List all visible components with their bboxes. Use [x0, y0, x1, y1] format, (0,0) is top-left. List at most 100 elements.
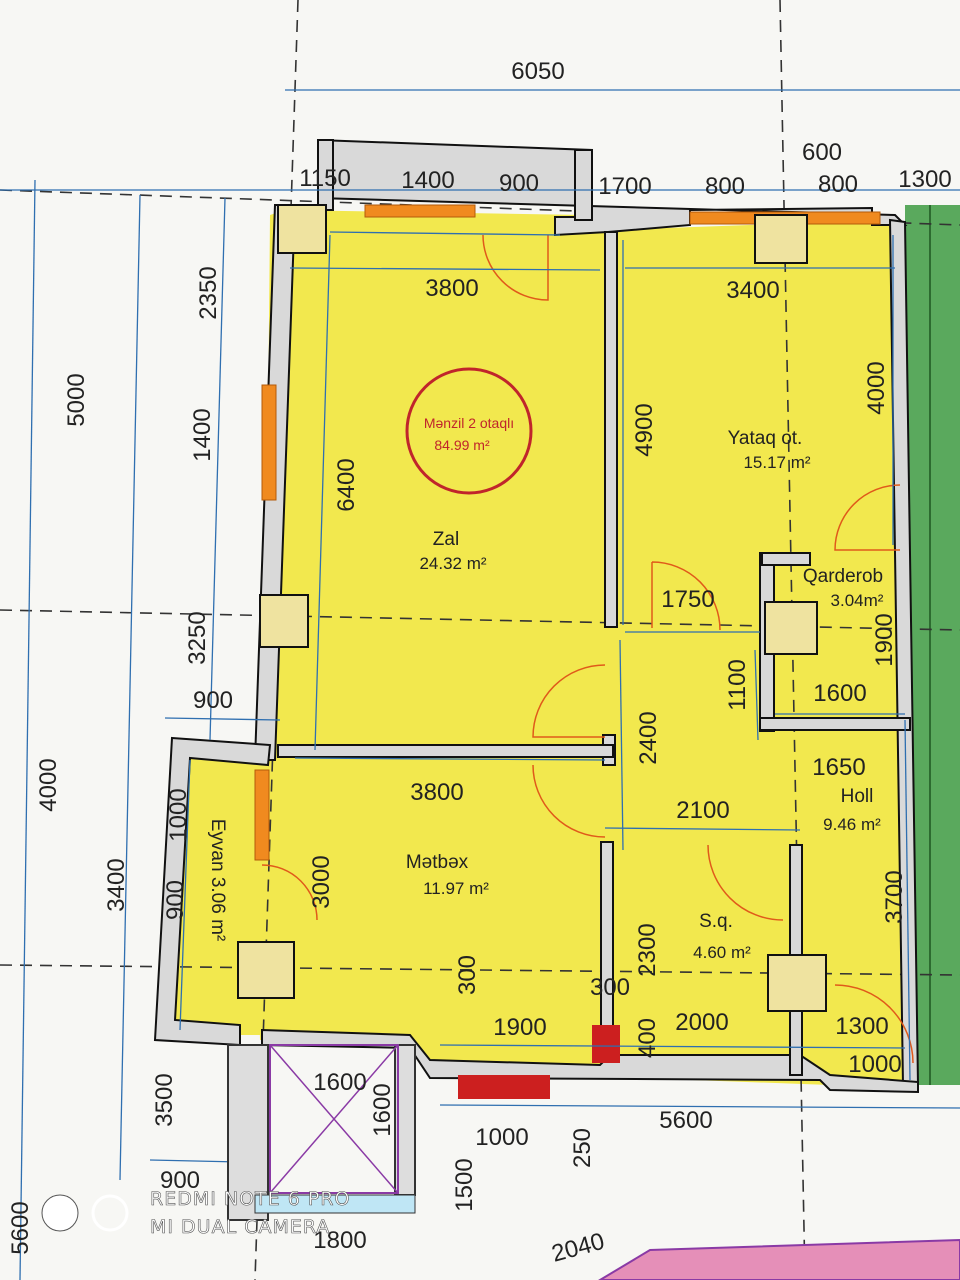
dim-label: 900 — [162, 880, 189, 920]
dim-line — [754, 649, 759, 741]
red-block — [592, 1025, 620, 1063]
dimension-labels: 6050 1150 1400 900 1700 800 600 800 1300… — [160, 58, 952, 1268]
door — [532, 764, 606, 838]
dim-line — [209, 197, 226, 741]
dim-line — [439, 1044, 906, 1049]
dim-label: 300 — [454, 955, 481, 995]
room-area-yataq: 15.17 m² — [743, 453, 810, 472]
dim-line — [294, 757, 606, 761]
wall — [759, 717, 911, 731]
dim-label: 3400 — [103, 858, 130, 911]
dim-label: 250 — [569, 1128, 596, 1168]
room-area-qarderob: 3.04m² — [831, 591, 884, 610]
room-area-holl: 9.46 m² — [823, 815, 881, 834]
wall — [277, 744, 614, 758]
dim-label: 900 — [160, 1167, 200, 1194]
dim-line — [164, 717, 281, 721]
dim-label: 1800 — [313, 1227, 366, 1254]
room-name-eyvan: Eyvan 3.06 m² — [207, 819, 228, 942]
dim-line — [314, 234, 331, 751]
dim-label: 1150 — [299, 165, 351, 192]
wall — [600, 841, 614, 1058]
dim-label: 1400 — [401, 167, 454, 194]
dim-line — [619, 639, 624, 851]
dim-label: 1900 — [493, 1014, 546, 1041]
door — [482, 234, 549, 301]
dim-label: 1650 — [812, 754, 865, 781]
neighbor-unit — [598, 1238, 960, 1280]
dim-label: 5600 — [7, 1201, 34, 1254]
room-name-holl: Holl — [841, 786, 874, 807]
dim-label: 1000 — [848, 1051, 901, 1078]
dim-label: 2350 — [195, 266, 222, 319]
dim-label: 1500 — [451, 1158, 478, 1211]
dim-label: 2000 — [675, 1009, 728, 1036]
dim-label: 3800 — [410, 779, 463, 806]
dim-label: 2100 — [676, 797, 729, 824]
dim-line — [904, 719, 911, 1081]
room-name-qarderob: Qarderob — [803, 566, 883, 587]
dim-label: 4000 — [35, 758, 62, 811]
room-name-zal: Zal — [433, 529, 459, 550]
shaft-diagonal — [269, 1044, 399, 1194]
dim-label: 1600 — [313, 1069, 366, 1096]
dim-label: 3250 — [184, 611, 211, 664]
watermark-camera: MI DUAL CAMERA — [150, 1216, 330, 1238]
room-area-zal: 24.32 m² — [419, 554, 486, 573]
wall — [153, 736, 272, 1047]
dim-label: 1300 — [898, 166, 951, 193]
window — [364, 204, 476, 218]
dim-line — [19, 179, 36, 1280]
dim-label: 800 — [705, 173, 745, 200]
shaft-wall — [227, 1044, 269, 1221]
wall — [261, 1028, 919, 1094]
apartment-stamp — [405, 367, 533, 495]
dim-label: 2400 — [635, 711, 662, 764]
dimension-lines — [0, 89, 960, 1280]
dim-label: 1300 — [835, 1013, 888, 1040]
watermark-dot-icon — [41, 1194, 79, 1232]
door — [532, 664, 606, 738]
dim-label: 3500 — [151, 1073, 178, 1126]
door — [651, 561, 721, 631]
dim-label: 5000 — [63, 373, 90, 426]
wall — [604, 231, 618, 628]
stamp-type: Mənzil 2 otaqlı — [424, 415, 514, 431]
dim-label: 6400 — [333, 458, 360, 511]
room-area-metbex: 11.97 m² — [423, 879, 489, 898]
dim-line — [329, 231, 561, 236]
dim-label: 400 — [634, 1018, 661, 1058]
kitchen-floor — [262, 760, 610, 1060]
door — [834, 984, 914, 1064]
dim-label: 800 — [818, 171, 858, 198]
dim-line — [604, 827, 801, 831]
door — [707, 844, 784, 921]
dim-line — [149, 1159, 241, 1163]
wall — [574, 149, 593, 221]
dim-label: 3000 — [308, 855, 335, 908]
dim-line — [439, 1104, 960, 1109]
room-name-metbex: Mətbəx — [406, 852, 469, 873]
dim-line — [179, 759, 191, 1031]
room-name-sq: S.q. — [699, 911, 733, 932]
column — [754, 214, 808, 264]
dim-label: 300 — [590, 974, 630, 1001]
dim-label: 3700 — [881, 870, 908, 923]
dim-label: 3800 — [425, 275, 478, 302]
dimension-labels-vertical: 5000 2350 1400 3250 4000 3400 1000 900 6… — [7, 266, 908, 1254]
dim-label: 5600 — [659, 1107, 712, 1134]
column — [767, 954, 827, 1012]
dim-label: 4900 — [631, 403, 658, 456]
column — [237, 941, 295, 999]
wall — [761, 552, 811, 566]
dim-label: 1700 — [598, 173, 651, 200]
room-name-yataq: Yataq ot. — [728, 428, 803, 449]
dim-label: 1000 — [475, 1124, 528, 1151]
stamp-area: 84.99 m² — [434, 437, 490, 453]
dim-label: 4000 — [863, 361, 890, 414]
dim-label: 2300 — [634, 923, 661, 976]
shaft-base — [254, 1194, 416, 1214]
dim-label: 3400 — [726, 277, 779, 304]
dim-label: 600 — [802, 139, 842, 166]
dim-label: 1100 — [724, 659, 751, 711]
